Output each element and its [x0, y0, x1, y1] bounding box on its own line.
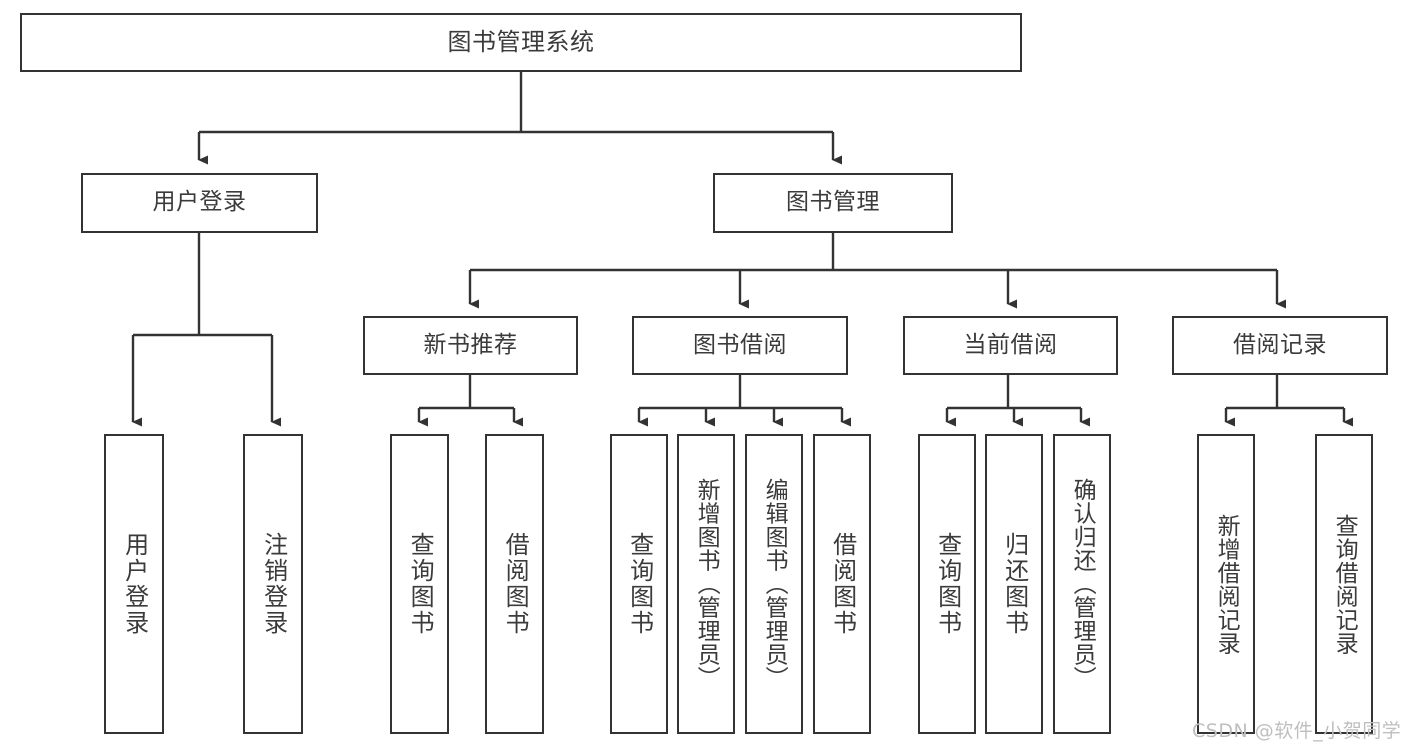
node-new-book-rec[interactable]: 新书推荐 [363, 316, 578, 375]
node-leaf-borrow-book-2-label: 借阅图书 [828, 532, 857, 636]
node-user-login[interactable]: 用户登录 [81, 173, 318, 233]
node-user-login-label: 用户登录 [152, 189, 247, 216]
node-current-borrow[interactable]: 当前借阅 [903, 316, 1118, 375]
node-leaf-user-login-label: 用户登录 [120, 532, 149, 636]
node-leaf-query-record[interactable]: 查询借阅记录 [1315, 434, 1373, 734]
node-book-manage[interactable]: 图书管理 [713, 173, 953, 233]
node-leaf-borrow-book-1[interactable]: 借阅图书 [485, 434, 544, 734]
node-leaf-add-record[interactable]: 新增借阅记录 [1197, 434, 1255, 734]
node-root-label: 图书管理系统 [447, 28, 595, 57]
node-leaf-borrow-book-2[interactable]: 借阅图书 [813, 434, 871, 734]
node-leaf-confirm-return[interactable]: 确认归还（管理员） [1053, 434, 1111, 734]
node-leaf-query-book-2[interactable]: 查询图书 [610, 434, 668, 734]
node-new-book-rec-label: 新书推荐 [423, 331, 518, 358]
node-leaf-logout[interactable]: 注销登录 [243, 434, 303, 734]
node-book-borrow[interactable]: 图书借阅 [632, 316, 848, 375]
node-leaf-borrow-book-1-label: 借阅图书 [501, 532, 530, 636]
node-leaf-add-book-label: 新增图书（管理员） [693, 478, 720, 690]
node-leaf-query-record-label: 查询借阅记录 [1331, 513, 1358, 655]
node-book-manage-label: 图书管理 [786, 189, 880, 216]
node-leaf-confirm-return-label: 确认归还（管理员） [1069, 478, 1096, 690]
node-root[interactable]: 图书管理系统 [20, 13, 1022, 72]
node-borrow-record-label: 借阅记录 [1233, 331, 1327, 358]
node-leaf-query-book-3-label: 查询图书 [933, 532, 962, 636]
node-leaf-edit-book[interactable]: 编辑图书（管理员） [745, 434, 803, 734]
node-leaf-return-book[interactable]: 归还图书 [985, 434, 1043, 734]
node-book-borrow-label: 图书借阅 [693, 331, 787, 358]
node-leaf-add-book[interactable]: 新增图书（管理员） [677, 434, 735, 734]
node-current-borrow-label: 当前借阅 [963, 331, 1058, 358]
node-leaf-query-book-3[interactable]: 查询图书 [918, 434, 976, 734]
node-leaf-add-record-label: 新增借阅记录 [1213, 513, 1240, 655]
node-leaf-edit-book-label: 编辑图书（管理员） [761, 478, 788, 690]
node-leaf-query-book-1-label: 查询图书 [406, 532, 435, 636]
node-leaf-user-login[interactable]: 用户登录 [104, 434, 164, 734]
csdn-watermark: CSDN @软件_小贺同学 [1192, 720, 1402, 742]
node-leaf-logout-label: 注销登录 [259, 532, 288, 636]
node-borrow-record[interactable]: 借阅记录 [1172, 316, 1388, 375]
node-leaf-query-book-1[interactable]: 查询图书 [390, 434, 449, 734]
node-leaf-return-book-label: 归还图书 [1000, 532, 1029, 636]
node-leaf-query-book-2-label: 查询图书 [625, 532, 654, 636]
